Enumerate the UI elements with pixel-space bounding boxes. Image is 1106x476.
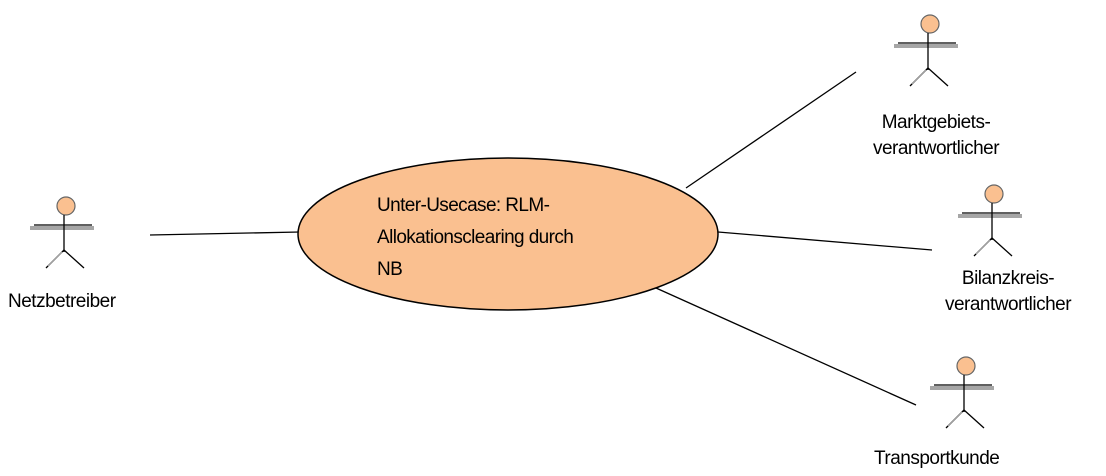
association-line-netzbetreiber xyxy=(149,231,301,236)
usecase-label-line1: Unter-Usecase: RLM- xyxy=(377,195,550,216)
usecase-label: Unter-Usecase: RLM- Allokationsclearing … xyxy=(377,190,637,286)
association-line-bilanzkreis xyxy=(717,231,933,251)
actor-label-marktgebiet: Marktgebiets- verantwortlicher xyxy=(846,110,1026,162)
association-line-marktgebiet xyxy=(685,71,857,189)
actor-label-bilanzkreis-line1: Bilanzkreis- xyxy=(961,268,1055,289)
actor-icon-netzbetreiber[interactable] xyxy=(29,196,95,269)
usecase-ellipse[interactable] xyxy=(297,157,719,311)
actor-label-transportkunde: Transportkunde xyxy=(874,448,1000,469)
actor-icon-bilanzkreis[interactable] xyxy=(957,184,1023,257)
actor-label-marktgebiet-line1: Marktgebiets- xyxy=(881,112,991,133)
actor-label-netzbetreiber: Netzbetreiber xyxy=(8,291,116,312)
actor-label-marktgebiet-line2: verantwortlicher xyxy=(872,138,1000,159)
usecase-label-line3: NB xyxy=(377,259,403,280)
actor-icon-transportkunde[interactable] xyxy=(929,356,995,429)
actor-label-bilanzkreis-line2: verantwortlicher xyxy=(944,294,1072,315)
association-line-transportkunde xyxy=(655,287,917,406)
actor-label-bilanzkreis: Bilanzkreis- verantwortlicher xyxy=(918,266,1098,318)
usecase-label-line2: Allokationsclearing durch xyxy=(377,227,574,248)
actor-icon-marktgebiet[interactable] xyxy=(893,14,959,87)
